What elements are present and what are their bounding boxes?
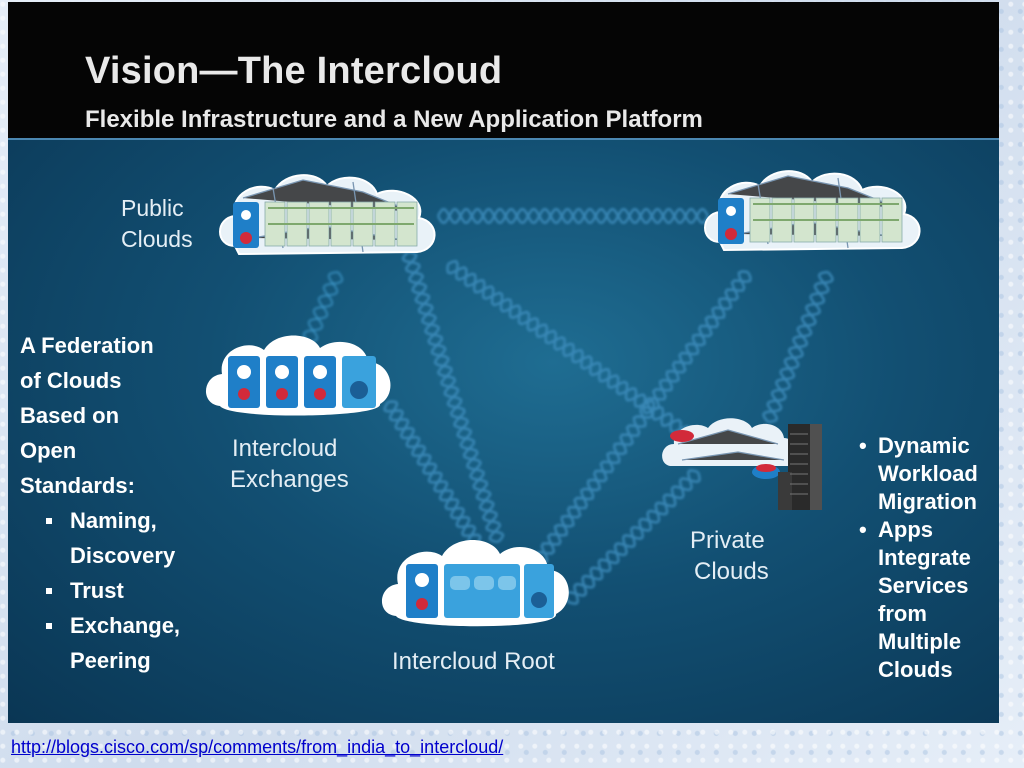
slide-subtitle: Flexible Infrastructure and a New Applic… [85,106,703,133]
standards-list: Naming, Discovery Trust Exchange, Peerin… [20,503,180,678]
helix-link-strand [534,271,752,563]
benefits-text: Dynamic Workload Migration Apps Integrat… [859,432,978,684]
federation-heading-line: Based on [20,403,120,428]
benefits-list: Dynamic Workload Migration Apps Integrat… [859,432,978,684]
benefits-item-line: Clouds [878,657,953,682]
intercloud-exchange-icon [205,335,391,416]
standards-item-line: Naming, [70,508,157,533]
helix-link-strand [404,250,502,544]
public-cloud-left-icon [219,174,436,256]
standards-item-line: Trust [70,578,124,603]
federation-heading-line: A Federation [20,333,154,358]
public-clouds-label-line1: Public [121,195,184,221]
benefits-item-line: from [878,601,927,626]
title-divider [8,138,999,140]
public-clouds-label-line2: Clouds [121,226,193,252]
public-clouds-label: Public Clouds [121,193,193,255]
standards-item-line: Exchange, [70,613,181,638]
benefits-list-item: Apps Integrate Services from Multiple Cl… [859,516,978,684]
source-link[interactable]: http://blogs.cisco.com/sp/comments/from_… [11,737,504,757]
intercloud-exchanges-label: Intercloud Exchanges [230,433,349,495]
benefits-item-line: Integrate [878,545,971,570]
standards-item-line: Peering [70,648,151,673]
connection-links [302,208,834,605]
private-cloud-icon [662,418,822,510]
private-clouds-label-line2: Clouds [694,558,769,585]
helix-link-strand [387,400,489,564]
standards-item-line: Discovery [70,543,176,568]
federation-text: A Federation of Clouds Based on Open Sta… [20,328,180,678]
benefits-item-line: Dynamic [878,433,970,458]
public-cloud-right-icon [704,170,921,252]
private-clouds-label-line1: Private [690,527,765,554]
helix-link-strand [447,260,699,446]
intercloud-exchanges-label-line1: Intercloud [232,435,338,462]
federation-heading-line: Open [20,438,77,463]
federation-heading-line: Standards: [20,473,135,498]
benefits-item-line: Workload [878,461,978,486]
helix-link-strand [436,208,710,224]
standards-list-item: Exchange, Peering [20,608,180,678]
standards-list-item: Naming, Discovery [20,503,180,573]
federation-heading-line: of Clouds [20,368,122,393]
benefits-list-item: Dynamic Workload Migration [859,432,978,516]
title-bar: Vision—The Intercloud Flexible Infrastru… [8,2,999,140]
slide-title: Vision—The Intercloud [85,50,503,92]
intercloud-root-icon [381,540,569,627]
helix-link-strand [762,271,834,423]
benefits-item-line: Migration [878,489,977,514]
private-clouds-label: Private Clouds [690,525,769,587]
slide: Vision—The Intercloud Flexible Infrastru… [8,2,999,723]
helix-link-strand [302,271,344,343]
benefits-item-line: Services [878,573,969,598]
benefits-item-line: Multiple [878,629,962,654]
intercloud-root-label-text: Intercloud Root [392,648,555,675]
intercloud-root-label: Intercloud Root [392,646,555,677]
standards-list-item: Trust [20,573,180,608]
helix-link-strand [565,471,701,603]
benefits-item-line: Apps [878,517,933,542]
intercloud-exchanges-label-line2: Exchanges [230,466,349,493]
